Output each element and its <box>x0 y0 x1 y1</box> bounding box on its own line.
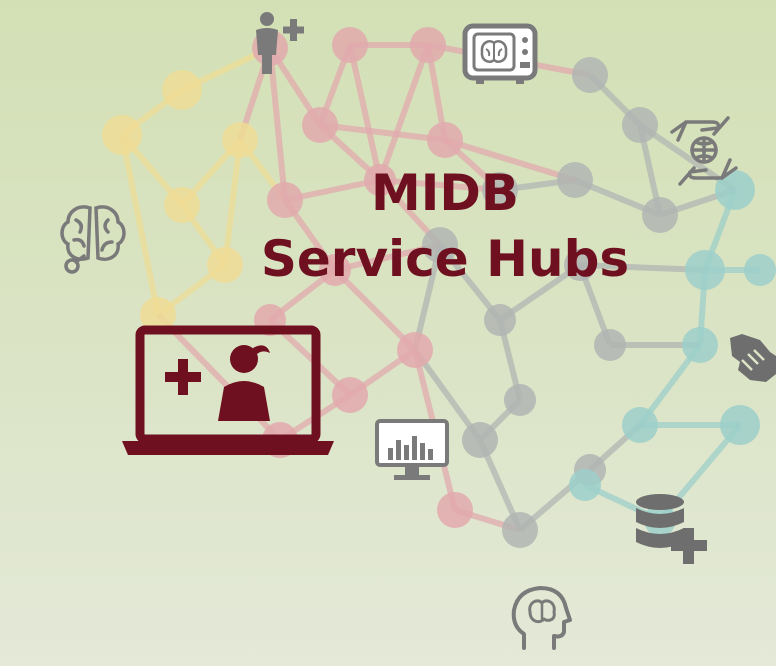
brain-icon <box>60 205 126 274</box>
network-edge <box>579 262 706 273</box>
network-node <box>319 254 351 286</box>
network-edge <box>444 137 576 183</box>
network-node <box>207 247 243 283</box>
network-node <box>102 115 142 155</box>
network-node <box>410 27 446 63</box>
network-node <box>642 197 678 233</box>
network-node <box>744 254 776 286</box>
network-node <box>502 512 538 548</box>
network-node <box>332 27 368 63</box>
page-title: MIDB Service Hubs <box>200 160 690 292</box>
network-node <box>682 327 718 363</box>
network-edge <box>319 122 446 143</box>
network-node <box>267 182 303 218</box>
network-node <box>302 107 338 143</box>
network-node <box>397 332 433 368</box>
global-hands-icon <box>670 116 738 186</box>
add-person-icon <box>256 12 304 74</box>
network-edge <box>379 177 501 193</box>
network-node <box>162 70 202 110</box>
chart-monitor-icon <box>375 419 449 480</box>
telehealth-laptop-icon <box>122 325 334 455</box>
network-node <box>427 122 463 158</box>
network-node <box>437 492 473 528</box>
network-node <box>715 170 755 210</box>
network-node <box>222 122 258 158</box>
brain-scan-monitor-icon <box>462 23 538 84</box>
title-line-2: Service Hubs <box>260 230 630 288</box>
network-edge <box>347 44 383 181</box>
network-node <box>622 407 658 443</box>
network-node <box>332 377 368 413</box>
network-node <box>557 162 593 198</box>
network-node <box>364 164 396 196</box>
database-plus-icon <box>636 494 707 564</box>
network-node <box>482 172 518 208</box>
network-node <box>462 422 498 458</box>
head-brain-icon <box>511 586 572 650</box>
title-line-1: MIDB <box>371 164 519 222</box>
network-edge <box>119 134 161 316</box>
network-node <box>422 227 458 263</box>
network-node <box>594 329 626 361</box>
network-edge <box>222 139 243 266</box>
network-node <box>564 249 596 281</box>
network-edge <box>412 348 483 442</box>
network-edge <box>377 43 431 182</box>
network-edge <box>332 267 418 353</box>
network-node <box>164 187 200 223</box>
network-node <box>140 297 176 333</box>
handshake-icon <box>730 334 776 382</box>
network-node <box>504 384 536 416</box>
network-node <box>720 405 760 445</box>
network-node <box>569 469 601 501</box>
network-node <box>622 107 658 143</box>
network-node <box>685 250 725 290</box>
network-node <box>484 304 516 336</box>
network-node <box>572 57 608 93</box>
network-edge <box>498 262 582 323</box>
network-nodes <box>102 27 776 548</box>
network-edge <box>267 47 288 201</box>
